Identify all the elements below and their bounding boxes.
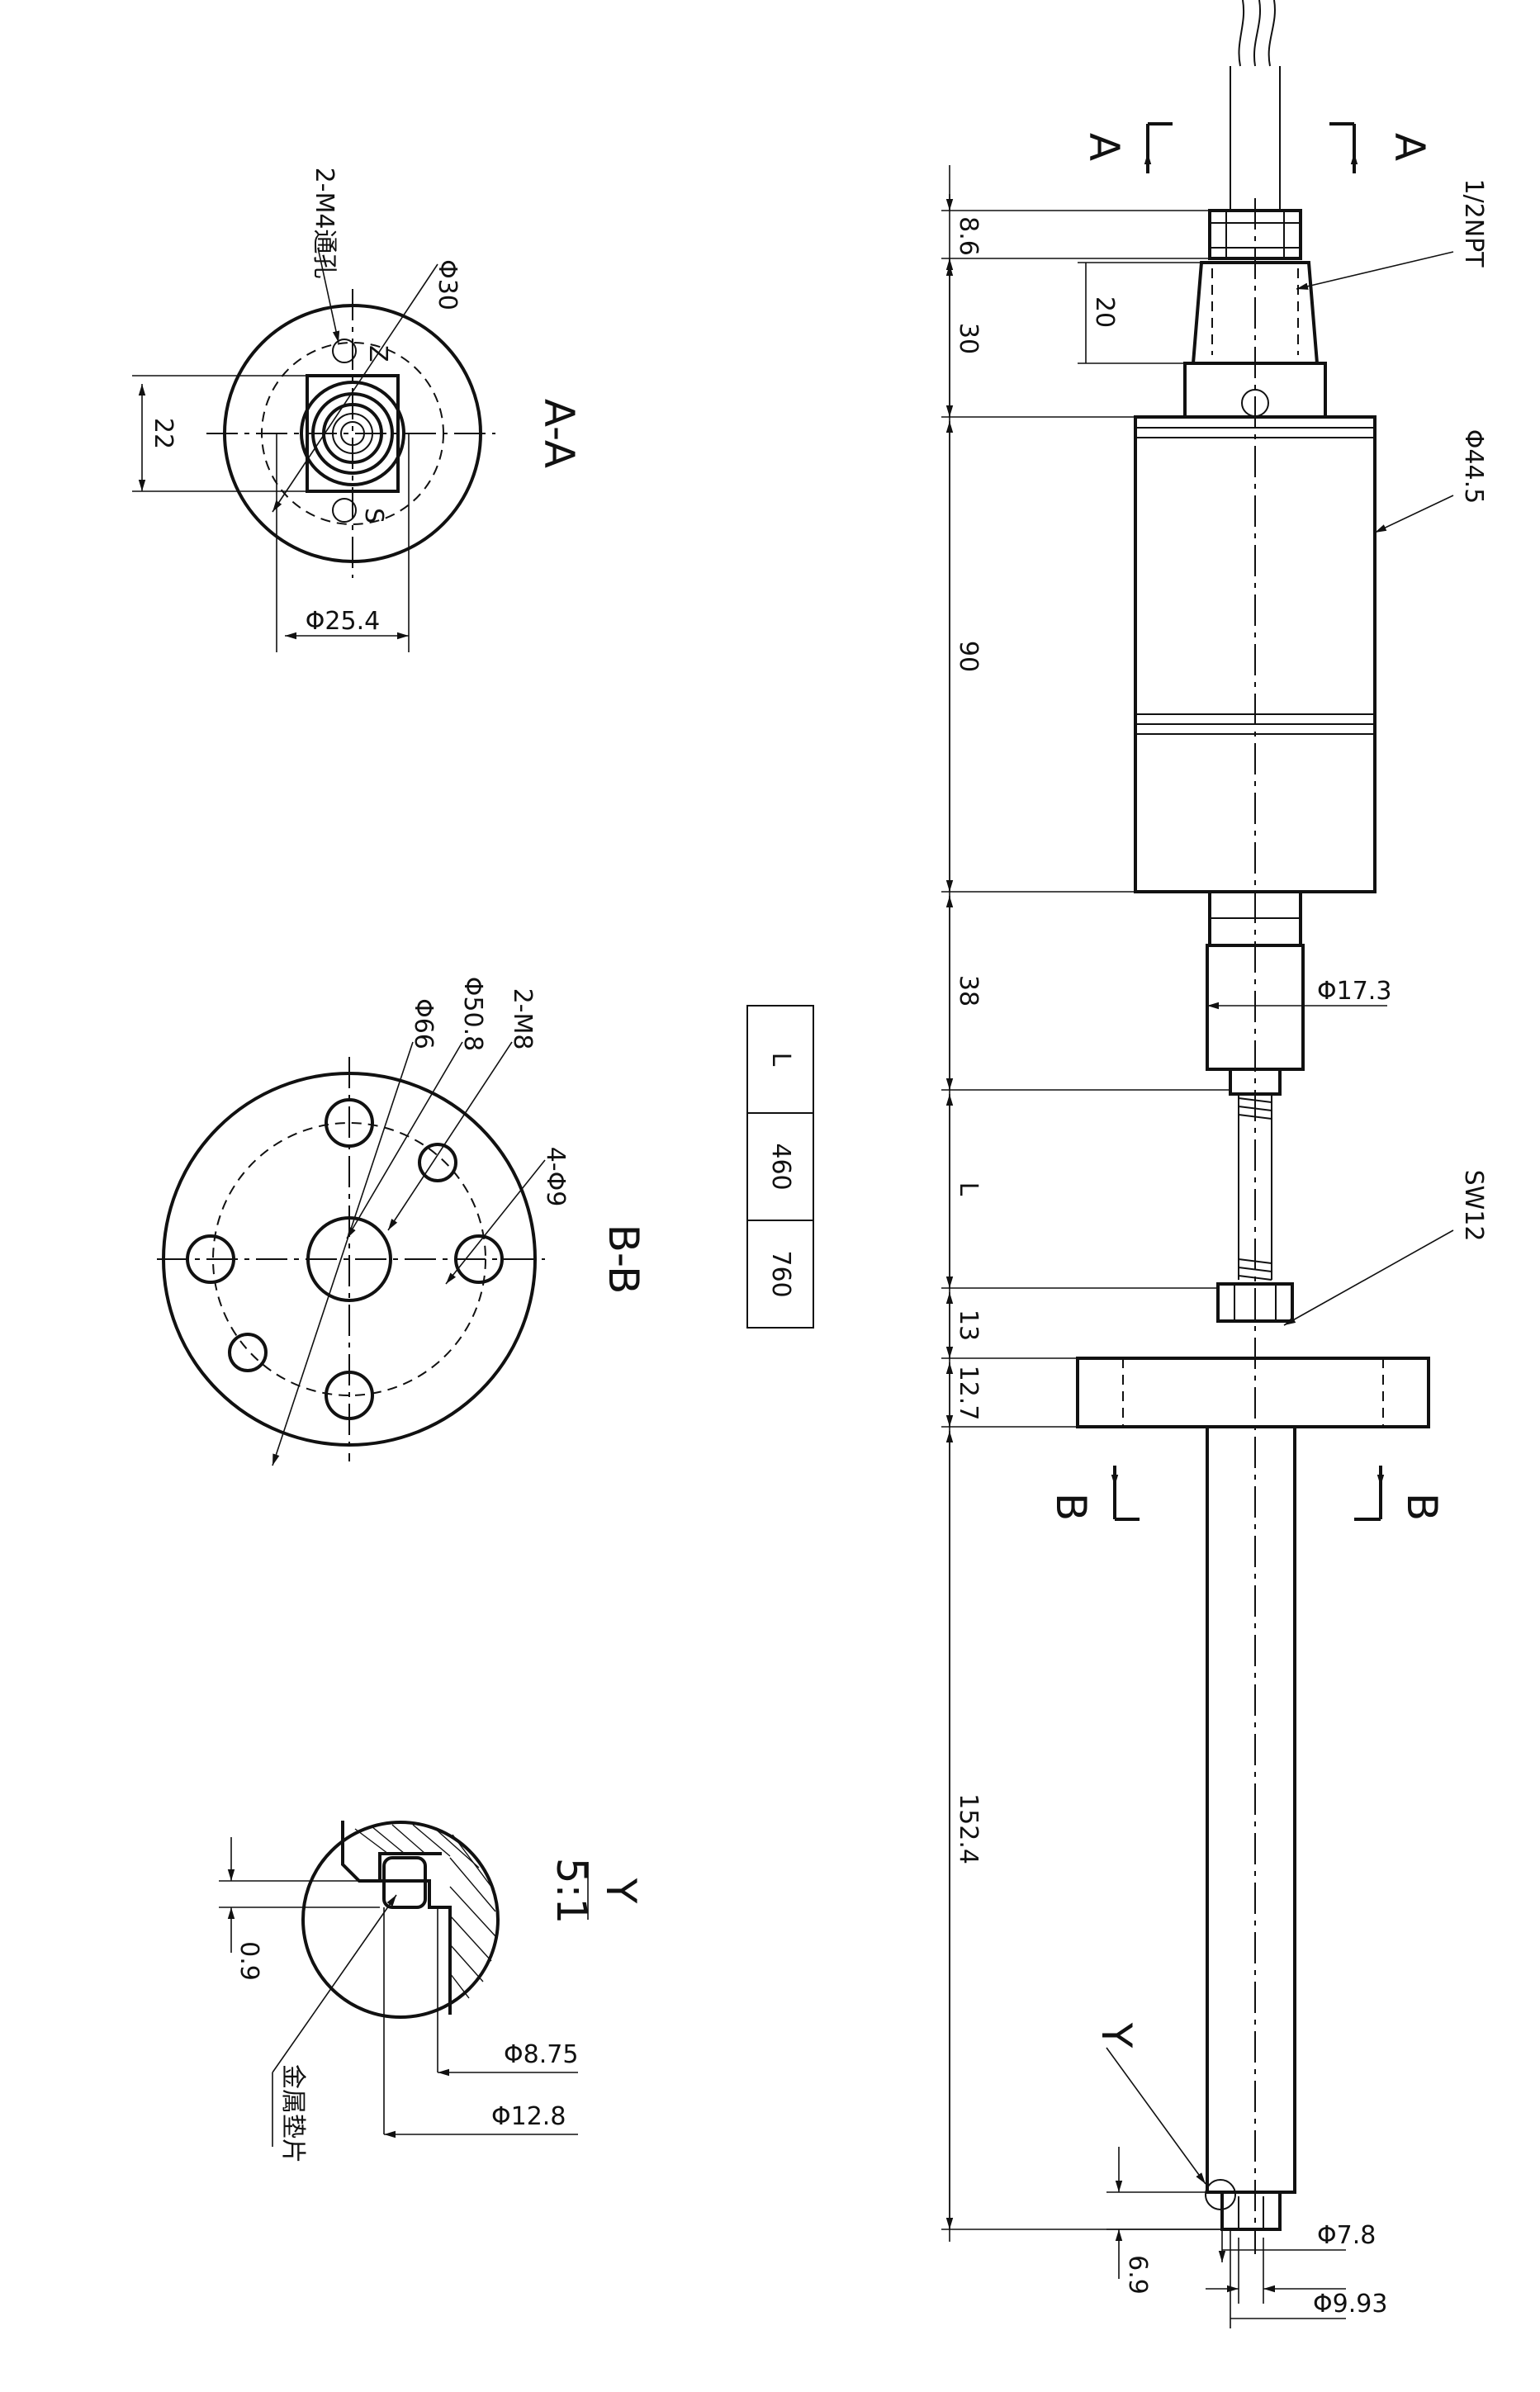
cut-label-b-right: B	[1398, 1493, 1446, 1521]
dim-L: L	[954, 1182, 983, 1196]
aa-mark-s: S	[359, 508, 388, 523]
dim-7-8: Φ7.8	[1317, 2221, 1376, 2250]
dim-npt: 1/2NPT	[1459, 178, 1488, 268]
cut-label-a-left: A	[1080, 133, 1128, 161]
hex-nut	[1208, 209, 1302, 260]
dim-17-3: Φ17.3	[1317, 977, 1391, 1006]
main-view: A A B B 8.6 30 20 90 38	[941, 0, 1488, 2328]
cut-mark-b	[1111, 1466, 1385, 1521]
section-a-a	[132, 247, 495, 652]
length-table: L 460 760	[746, 1005, 814, 1329]
cut-mark-a	[1144, 122, 1358, 173]
bb-dim-outer: Φ66	[409, 998, 438, 1049]
flange	[1076, 1357, 1430, 1428]
dimension-chain	[941, 165, 1230, 2242]
dim-13: 13	[954, 1310, 983, 1341]
aa-dim-bolt: 2-M4通孔	[310, 168, 339, 279]
leaders-right	[1106, 251, 1454, 2328]
table-header: L	[766, 1053, 795, 1067]
table-value-1: 460	[766, 1143, 795, 1190]
section-b-b	[157, 1041, 546, 1466]
dim-90: 90	[954, 641, 983, 672]
bb-title: B-B	[599, 1224, 647, 1295]
cut-label-a-right: A	[1386, 133, 1433, 161]
y-dim-outer: Φ12.8	[491, 2102, 566, 2131]
dim-38: 38	[954, 975, 983, 1007]
y-scale: 5:1	[547, 1858, 595, 1924]
aa-mark-z: Z	[363, 345, 392, 362]
cut-label-b-left: B	[1047, 1493, 1095, 1521]
aa-dim-thread: Φ25.4	[306, 607, 380, 636]
detail-mark-y: Y	[1092, 2022, 1140, 2049]
y-dim-gap: 0.9	[235, 1941, 263, 1981]
detail-y	[219, 1821, 578, 2147]
dim-6-9: 6.9	[1123, 2255, 1152, 2295]
dim-44-5: Φ44.5	[1459, 429, 1488, 504]
dim-sw12: SW12	[1459, 1170, 1488, 1242]
aa-dim-pcd: Φ30	[433, 259, 462, 310]
aa-title: A-A	[535, 399, 583, 468]
y-scale-label: Y 5:1	[547, 1858, 645, 1924]
bb-dim-small: 4-Φ9	[541, 1147, 570, 1207]
dim-30: 30	[954, 323, 983, 354]
dim-12-7: 12.7	[954, 1366, 983, 1421]
dim-152-4: 152.4	[954, 1793, 983, 1864]
dim-20: 20	[1090, 296, 1119, 328]
dim-8-6: 8.6	[954, 216, 983, 256]
probe-tube	[1205, 1425, 1296, 2231]
bb-dim-pcd: Φ50.8	[458, 977, 487, 1051]
table-value-2: 760	[766, 1250, 795, 1297]
aa-dim-flats: 22	[149, 418, 178, 449]
bb-dim-holes: 2-M8	[508, 988, 537, 1050]
y-title: Y	[597, 1878, 645, 1904]
dim-9-93: Φ9.93	[1313, 2290, 1387, 2319]
cable	[1230, 0, 1281, 211]
y-note-gasket: 金属垫片	[278, 2064, 307, 2163]
y-dim-inner: Φ8.75	[504, 2040, 578, 2069]
